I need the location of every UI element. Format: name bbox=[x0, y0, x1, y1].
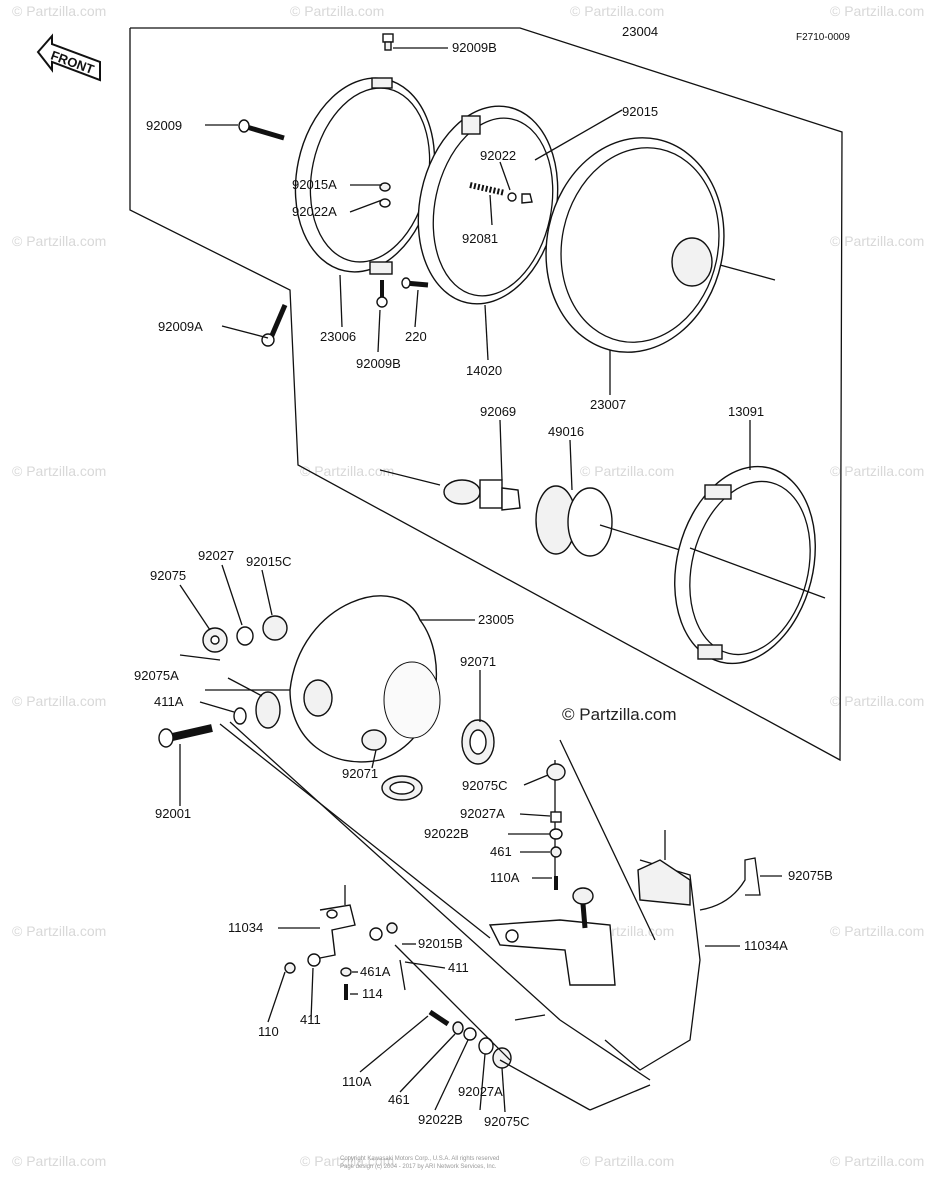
label-92022B[interactable]: 92022B bbox=[418, 1112, 463, 1127]
watermark-tile: © Partzilla.com bbox=[300, 1153, 394, 1169]
label-114[interactable]: 114 bbox=[362, 986, 383, 1001]
label-110[interactable]: 110 bbox=[258, 1024, 279, 1039]
label-92015A[interactable]: 92015A bbox=[292, 177, 337, 192]
lamp-unit-23007 bbox=[545, 137, 776, 353]
label-92022B[interactable]: 92022B bbox=[424, 826, 469, 841]
watermark-tile: © Partzilla.com bbox=[830, 463, 924, 479]
watermark-tile: © Partzilla.com bbox=[12, 3, 106, 19]
screw-92009B-top bbox=[382, 33, 394, 51]
label-461[interactable]: 461 bbox=[388, 1092, 410, 1107]
watermark-tile: © Partzilla.com bbox=[12, 1153, 106, 1169]
watermark-tile: © Partzilla.com bbox=[830, 3, 924, 19]
connector-lines bbox=[179, 654, 666, 1111]
label-92009B[interactable]: 92009B bbox=[452, 40, 497, 55]
label-92027[interactable]: 92027 bbox=[198, 548, 234, 563]
front-arrow-icon: FRONT bbox=[36, 33, 101, 82]
watermark-tile: © Partzilla.com bbox=[12, 463, 106, 479]
label-92075C[interactable]: 92075C bbox=[484, 1114, 530, 1129]
headlight-body-23005 bbox=[289, 595, 441, 763]
collar-92015C bbox=[262, 615, 288, 641]
footer-copyright: Copyright Kawasaki Motors Corp., U.S.A. … bbox=[340, 1156, 499, 1162]
watermark-tile: © Partzilla.com bbox=[830, 233, 924, 249]
label-461A[interactable]: 461A bbox=[360, 964, 391, 979]
watermark-tile: © Partzilla.com bbox=[300, 463, 394, 479]
watermark-center: © Partzilla.com bbox=[562, 705, 677, 724]
watermark-tile: © Partzilla.com bbox=[12, 233, 106, 249]
label-92022A[interactable]: 92022A bbox=[292, 204, 337, 219]
bracket-11034A bbox=[488, 857, 761, 1071]
label-92027A[interactable]: 92027A bbox=[460, 806, 505, 821]
grommet-92071-top bbox=[461, 719, 495, 765]
label-92009A[interactable]: 92009A bbox=[158, 319, 203, 334]
label-92009B[interactable]: 92009B bbox=[356, 356, 401, 371]
label-92081[interactable]: 92081 bbox=[462, 231, 498, 246]
screw-92009 bbox=[238, 119, 285, 141]
label-411[interactable]: 411 bbox=[448, 960, 469, 975]
bolt-92001 bbox=[158, 724, 213, 748]
watermark-tile: © Partzilla.com bbox=[12, 693, 106, 709]
label-13091[interactable]: 13091 bbox=[728, 404, 764, 419]
label-461[interactable]: 461 bbox=[490, 844, 512, 859]
label-92015C[interactable]: 92015C bbox=[246, 554, 292, 569]
watermark-tile: © Partzilla.com bbox=[12, 923, 106, 939]
watermark-tile: © Partzilla.com bbox=[830, 923, 924, 939]
grommet-92075A bbox=[255, 691, 281, 729]
label-92015[interactable]: 92015 bbox=[622, 104, 658, 119]
label-23006[interactable]: 23006 bbox=[320, 329, 356, 344]
upper-assembly-frame bbox=[129, 27, 843, 762]
rim-23006 bbox=[294, 77, 436, 275]
label-92075[interactable]: 92075 bbox=[150, 568, 186, 583]
label-23005[interactable]: 23005 bbox=[478, 612, 514, 627]
watermark-tile: © Partzilla.com bbox=[580, 463, 674, 479]
grommet-92071-bot bbox=[381, 775, 423, 801]
watermark-tile: © Partzilla.com bbox=[290, 3, 384, 19]
label-14020[interactable]: 14020 bbox=[466, 363, 502, 378]
watermark-tile: © Partzilla.com bbox=[570, 3, 664, 19]
socket-cover-49016 bbox=[535, 485, 681, 557]
label-49016[interactable]: 49016 bbox=[548, 424, 584, 439]
label-92022[interactable]: 92022 bbox=[480, 148, 516, 163]
fastener-stack-right bbox=[546, 760, 566, 890]
label-23004[interactable]: 23004 bbox=[622, 24, 658, 39]
screw-92009B-bot bbox=[376, 280, 388, 308]
label-92075A[interactable]: 92075A bbox=[134, 668, 179, 683]
label-411[interactable]: 411 bbox=[300, 1012, 321, 1027]
washer-411A bbox=[233, 707, 247, 725]
label-92009[interactable]: 92009 bbox=[146, 118, 182, 133]
washer-92075 bbox=[202, 627, 228, 653]
label-92071[interactable]: 92071 bbox=[342, 766, 378, 781]
watermark-tile: © Partzilla.com bbox=[830, 693, 924, 709]
part-labels: 92009B 23004 92009 92015 92022 92015A 92… bbox=[134, 24, 833, 1129]
spring-92081 bbox=[379, 182, 391, 208]
label-110A[interactable]: 110A bbox=[490, 870, 520, 885]
label-92071[interactable]: 92071 bbox=[460, 654, 496, 669]
ref-code: F2710-0009 bbox=[796, 32, 850, 43]
label-92001[interactable]: 92001 bbox=[155, 806, 191, 821]
washer-92027 bbox=[236, 626, 254, 646]
fastener-stack-bottom bbox=[428, 1009, 512, 1069]
label-92075B[interactable]: 92075B bbox=[788, 868, 833, 883]
screw-220 bbox=[401, 277, 429, 289]
bulb-92069 bbox=[379, 469, 521, 511]
label-92027A[interactable]: 92027A bbox=[458, 1084, 503, 1099]
rim-13091 bbox=[674, 465, 826, 665]
label-220[interactable]: 220 bbox=[405, 329, 427, 344]
label-11034A[interactable]: 11034A bbox=[744, 938, 788, 953]
label-92069[interactable]: 92069 bbox=[480, 404, 516, 419]
label-411A[interactable]: 411A bbox=[154, 694, 184, 709]
bracket-11034 bbox=[284, 904, 398, 1000]
screw-92009A bbox=[261, 304, 288, 347]
label-92075C[interactable]: 92075C bbox=[462, 778, 508, 793]
watermark-tile: © Partzilla.com bbox=[580, 1153, 674, 1169]
leader-lines bbox=[179, 47, 782, 1113]
watermark-tile: © Partzilla.com bbox=[830, 1153, 924, 1169]
label-110A[interactable]: 110A bbox=[342, 1074, 372, 1089]
label-92015B[interactable]: 92015B bbox=[418, 936, 463, 951]
label-23007[interactable]: 23007 bbox=[590, 397, 626, 412]
label-11034[interactable]: 11034 bbox=[228, 920, 263, 935]
footer-page-design: Page design (c) 2004 - 2017 by ARI Netwo… bbox=[340, 1164, 497, 1170]
